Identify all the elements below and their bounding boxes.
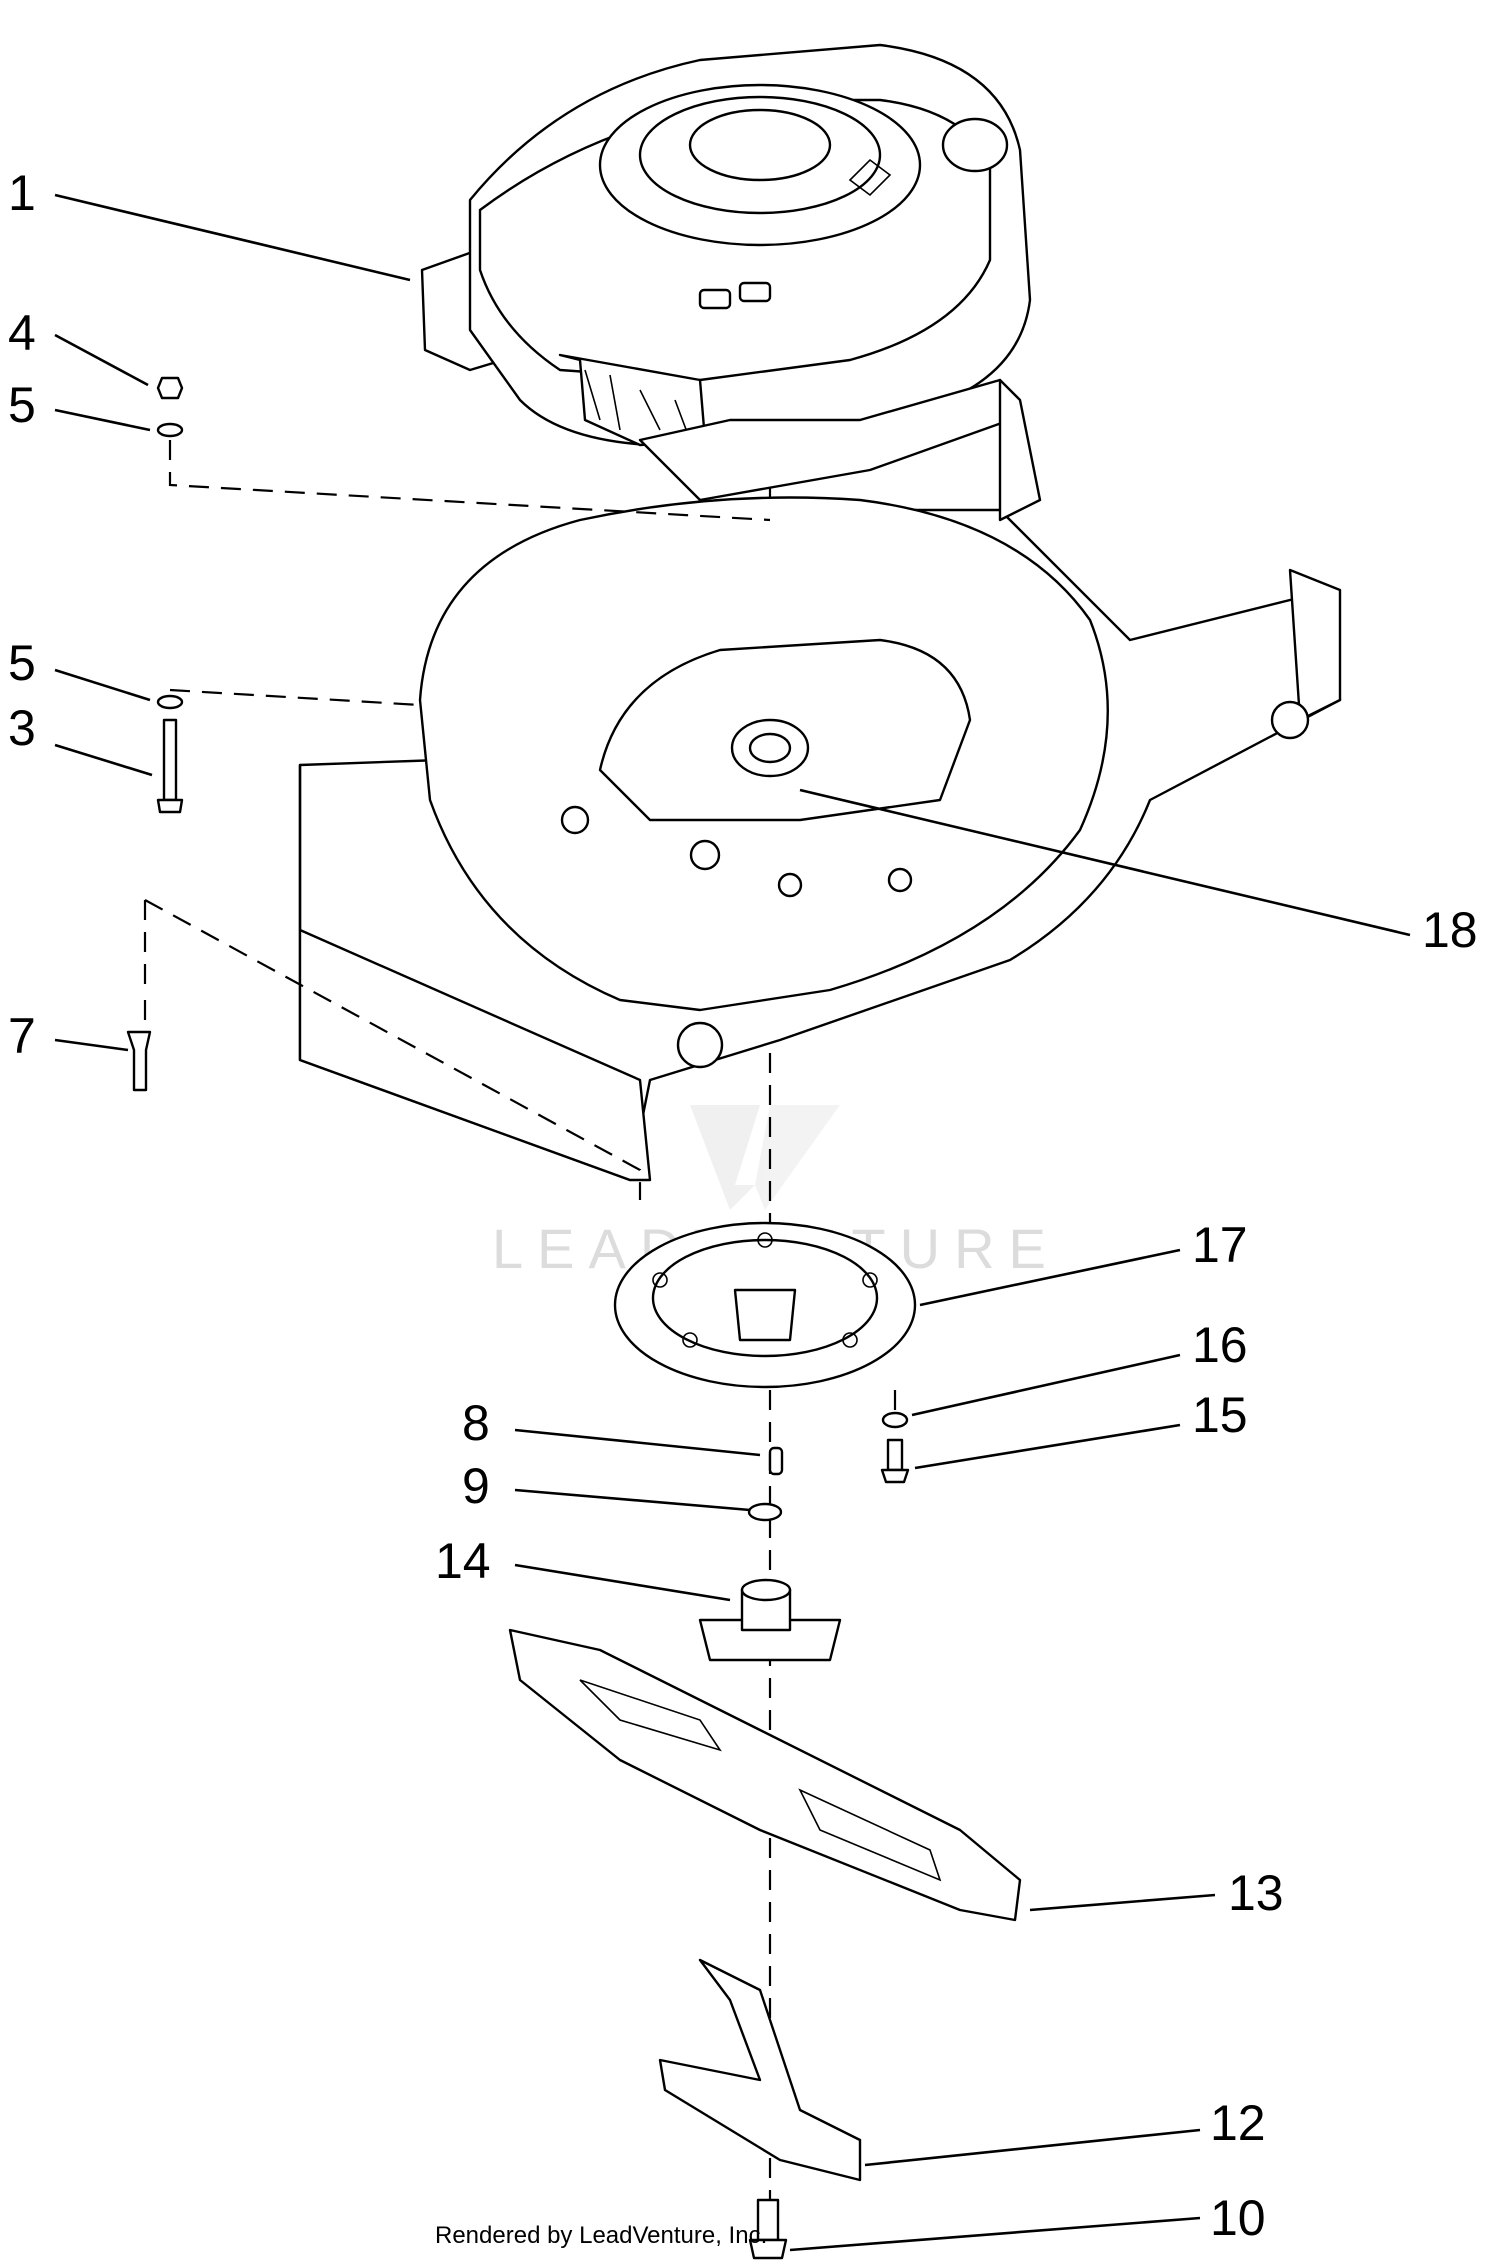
callout-14: 14 <box>435 1533 491 1589</box>
leader-lines <box>54 193 1411 2252</box>
dash-hardware-5-3 <box>169 688 421 707</box>
deck-part <box>298 378 1342 1182</box>
blade-part <box>508 1628 1022 1922</box>
callout-5-mid: 5 <box>8 635 36 691</box>
callout-10: 10 <box>1210 2190 1266 2246</box>
engine-part <box>420 43 1032 447</box>
callout-8: 8 <box>462 1395 490 1451</box>
watermark-logo <box>690 1105 840 1210</box>
callout-18: 18 <box>1422 902 1478 958</box>
callout-15: 15 <box>1192 1387 1248 1443</box>
footer-credit: Rendered by LeadVenture, Inc. <box>435 2222 767 2249</box>
mulching-blade-part <box>658 1958 862 2182</box>
dash-hardware-4-5 <box>168 440 771 522</box>
callout-16: 16 <box>1192 1317 1248 1373</box>
callout-12: 12 <box>1210 2095 1266 2151</box>
callout-5-top: 5 <box>8 377 36 433</box>
hardware-parts <box>126 376 910 2260</box>
callout-1: 1 <box>8 165 36 221</box>
callout-3: 3 <box>8 700 36 756</box>
callout-17: 17 <box>1192 1217 1248 1273</box>
dash-bolt-7-deck <box>143 899 642 1200</box>
callout-4: 4 <box>8 305 36 361</box>
callout-7: 7 <box>8 1008 36 1064</box>
callout-9: 9 <box>462 1458 490 1514</box>
flange-plate-part <box>613 1221 917 1389</box>
callout-13: 13 <box>1228 1865 1284 1921</box>
